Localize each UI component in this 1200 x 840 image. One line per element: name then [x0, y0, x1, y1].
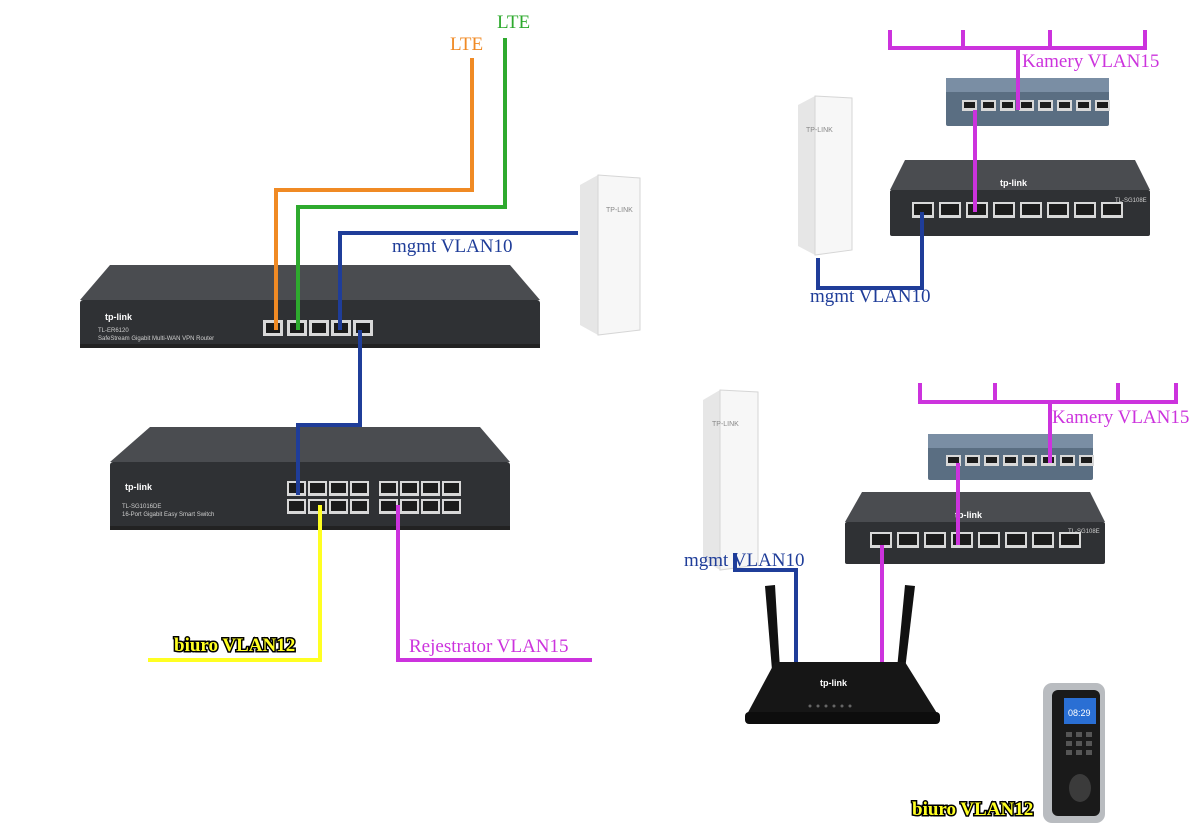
port-socket	[1061, 534, 1079, 545]
cable-mgmt-top-right	[816, 212, 924, 290]
access-terminal: 08:29	[1043, 683, 1105, 823]
switch16-desc: 16-Port Gigabit Easy Smart Switch	[122, 512, 214, 518]
cable-cam-bottom-right	[880, 383, 1178, 662]
switch8-bottom-brand: tp-link	[955, 510, 983, 520]
port-socket	[1081, 457, 1092, 463]
router-brand: tp-link	[105, 312, 133, 322]
switch8-top-model: TL-SG108E	[1115, 198, 1147, 204]
port-socket	[381, 483, 396, 493]
port-socket	[310, 483, 325, 493]
label-mgmt-main: mgmt VLAN10	[392, 236, 513, 257]
cable-biuro-left	[148, 505, 322, 662]
port-socket	[1097, 102, 1108, 108]
port-socket	[1002, 102, 1013, 108]
label-rejestrator: Rejestrator VLAN15	[409, 636, 569, 657]
switch-small-bottom	[928, 434, 1094, 480]
switch-small-top	[946, 78, 1110, 126]
terminal-time: 08:29	[1068, 708, 1091, 718]
cable-cam-top-right	[888, 30, 1147, 212]
port-socket	[423, 501, 438, 511]
port-socket	[980, 534, 998, 545]
port-socket	[926, 534, 944, 545]
port-socket	[1005, 457, 1016, 463]
port-socket	[1034, 534, 1052, 545]
port-socket	[1076, 204, 1094, 215]
port-socket	[964, 102, 975, 108]
port-socket	[352, 501, 367, 511]
port-socket	[953, 534, 971, 545]
port-socket	[1078, 102, 1089, 108]
label-mgmt-bottom-right: mgmt VLAN10	[684, 550, 805, 571]
cable-rejestrator	[396, 505, 592, 662]
port-socket	[402, 501, 417, 511]
label-kamery-bottom: Kamery VLAN15	[1052, 407, 1189, 428]
port-socket	[352, 483, 367, 493]
label-lte-orange: LTE	[450, 34, 483, 55]
port-socket	[986, 457, 997, 463]
port-socket	[1103, 204, 1121, 215]
port-socket	[331, 501, 346, 511]
port-socket	[1024, 457, 1035, 463]
port-socket	[983, 102, 994, 108]
port-socket	[289, 501, 304, 511]
access-point-center: TP-LINK	[580, 174, 641, 336]
port-socket	[941, 204, 959, 215]
port-socket	[444, 501, 459, 511]
switch8-bottom-model: TL-SG108E	[1068, 529, 1100, 535]
port-socket	[402, 483, 417, 493]
label-mgmt-top-right: mgmt VLAN10	[810, 286, 931, 307]
switch16-ports	[287, 481, 461, 514]
cable-lte-green	[296, 38, 507, 330]
router-model: TL-ER6120	[98, 328, 129, 334]
port-socket	[423, 483, 438, 493]
port-socket	[1021, 102, 1032, 108]
port-socket	[1049, 204, 1067, 215]
switch16-brand: tp-link	[125, 482, 153, 492]
port-socket	[948, 457, 959, 463]
label-biuro-left: biuro VLAN12	[174, 635, 295, 656]
switch-tl-sg1016de: tp-link TL-SG1016DE 16-Port Gigabit Easy…	[110, 427, 510, 530]
label-lte-green: LTE	[497, 12, 530, 33]
port-socket	[914, 204, 932, 215]
router-tl-er6120: tp-link TL-ER6120 SafeStream Gigabit Mul…	[80, 265, 540, 348]
lte-router: tp-link	[745, 585, 940, 724]
switch8-top-brand: tp-link	[1000, 178, 1028, 188]
port-socket	[1022, 204, 1040, 215]
port-socket	[967, 457, 978, 463]
port-socket	[310, 501, 325, 511]
cable-lte-orange	[274, 58, 474, 330]
label-kamery-top: Kamery VLAN15	[1022, 51, 1159, 72]
ap-top-right-brand: TP-LINK	[806, 127, 833, 134]
port-socket	[1007, 534, 1025, 545]
router-desc: SafeStream Gigabit Multi-WAN VPN Router	[98, 336, 214, 342]
switch-tl-sg108e-top: tp-link TL-SG108E	[890, 160, 1150, 236]
label-biuro-right: biuro VLAN12	[912, 799, 1033, 820]
port-socket	[899, 534, 917, 545]
ap-center-brand: TP-LINK	[606, 207, 633, 214]
cable-mgmt-bottom-right	[733, 553, 798, 662]
port-socket	[444, 483, 459, 493]
lte-router-brand: tp-link	[820, 678, 848, 688]
port-socket	[1040, 102, 1051, 108]
access-point-top-right: TP-LINK	[798, 95, 853, 256]
router-ports	[263, 320, 373, 336]
cable-mgmt-main	[296, 231, 578, 495]
switch-small-top-ports	[962, 100, 1110, 111]
port-socket	[1059, 102, 1070, 108]
port-socket	[1062, 457, 1073, 463]
port-socket	[995, 204, 1013, 215]
port-socket	[381, 501, 396, 511]
ap-bottom-right-brand: TP-LINK	[712, 421, 739, 428]
switch16-model: TL-SG1016DE	[122, 504, 161, 510]
port-socket	[331, 483, 346, 493]
access-point-bottom-right: TP-LINK	[703, 389, 759, 571]
port-socket	[872, 534, 890, 545]
